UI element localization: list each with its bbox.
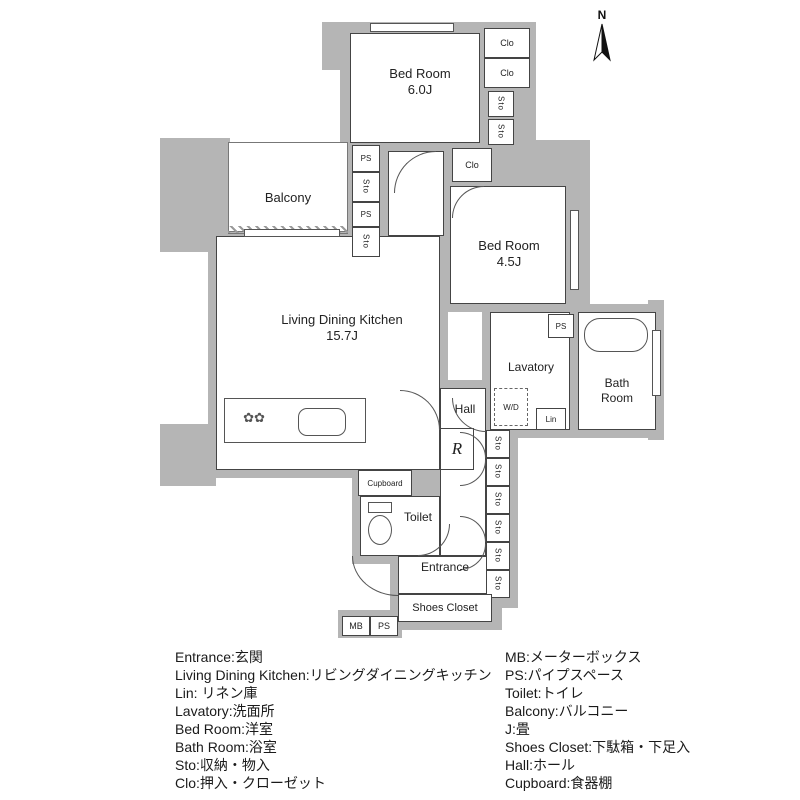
storage-col-3: Sto (486, 486, 510, 514)
window-bathroom (652, 330, 661, 396)
storage-strip-1: Sto (352, 172, 380, 202)
closet-top-2: Clo (484, 58, 530, 88)
pipe-space-bottom: PS (370, 616, 398, 636)
storage-label: Sto (361, 234, 371, 250)
legend-item: Clo:押入・クローゼット (175, 775, 326, 791)
closet-label: Clo (500, 68, 514, 78)
legend-item: Toilet:トイレ (505, 685, 584, 701)
legend-item: MB:メーターボックス (505, 649, 642, 665)
legend-item: Lin: リネン庫 (175, 685, 258, 701)
legend-item: Entrance:玄関 (175, 649, 263, 665)
legend-item: Bath Room:浴室 (175, 739, 277, 755)
kitchen-sink-icon (298, 408, 346, 436)
legend-left: Entrance:玄関 Living Dining Kitchen:リビングダイ… (175, 648, 492, 792)
bedroom-top-room (350, 33, 480, 143)
sliding-door-balcony (244, 229, 340, 237)
entrance-label: Entrance (420, 560, 470, 574)
stove-icon: ✿✿ (243, 410, 265, 425)
storage-col-1: Sto (486, 430, 510, 458)
lavatory-label: Lavatory (507, 360, 555, 374)
storage-col-6: Sto (486, 570, 510, 598)
bedroom-top-label: Bed Room 6.0J (389, 66, 451, 98)
closet-mid: Clo (452, 148, 492, 182)
legend-item: PS:パイプスペース (505, 667, 624, 683)
cupboard-label: Cupboard (367, 478, 403, 488)
storage-label: Sto (493, 492, 503, 508)
toilet-tank-icon (368, 502, 392, 513)
ps-label: PS (555, 321, 567, 331)
closet-label: Clo (465, 160, 479, 170)
toilet-label: Toilet (403, 510, 432, 524)
storage-top-1: Sto (488, 91, 514, 117)
storage-label: Sto (496, 124, 506, 140)
north-label: N (597, 8, 607, 22)
storage-top-2: Sto (488, 119, 514, 145)
toilet-bowl-icon (368, 515, 392, 545)
window-bedroom-top (370, 23, 454, 32)
storage-label: Sto (493, 548, 503, 564)
storage-label: Sto (493, 576, 503, 592)
closet-label: Clo (500, 38, 514, 48)
ldk-label: Living Dining Kitchen 15.7J (281, 312, 403, 344)
storage-label: Sto (493, 520, 503, 536)
legend-item: Shoes Closet:下駄箱・下足入 (505, 739, 691, 755)
legend-item: Cupboard:食器棚 (505, 775, 613, 791)
window-bedroom-right (570, 210, 579, 290)
balcony-name: Balcony (264, 190, 312, 205)
legend-item: J:畳 (505, 721, 530, 737)
door-arc-entrance (352, 556, 398, 596)
wall-segment (160, 138, 230, 252)
hall-label: Hall (454, 402, 476, 416)
meter-box: MB (342, 616, 370, 636)
storage-col-4: Sto (486, 514, 510, 542)
storage-label: Sto (361, 179, 371, 195)
ps-label: PS (377, 621, 390, 631)
refrigerator-label: R (451, 439, 463, 458)
legend-item: Living Dining Kitchen:リビングダイニングキッチン (175, 667, 492, 683)
wall-segment (322, 22, 352, 70)
washer-dryer-box: W/D (494, 388, 528, 426)
wall-segment (160, 424, 216, 486)
legend-item: Hall:ホール (505, 757, 576, 773)
legend-item: Sto:収納・物入 (175, 757, 270, 773)
pipe-space-lavatory: PS (548, 314, 574, 338)
legend-item: Bed Room:洋室 (175, 721, 274, 737)
bathroom-label: Bath Room (600, 376, 633, 405)
pipe-space-1: PS (352, 145, 380, 172)
legend-right: MB:メーターボックス PS:パイプスペース Toilet:トイレ Balcon… (505, 648, 690, 792)
balcony-area (228, 142, 348, 232)
north-arrow-icon: N (580, 8, 624, 72)
bedroom-right-label: Bed Room 4.5J (478, 238, 540, 270)
balcony-label: Balcony (248, 190, 328, 206)
shoes-closet-box: Shoes Closet (398, 594, 492, 622)
ps-label: PS (360, 210, 372, 219)
legend-item: Lavatory:洗面所 (175, 703, 275, 719)
shoes-closet-label: Shoes Closet (412, 602, 478, 614)
pipe-space-2: PS (352, 202, 380, 227)
storage-label: Sto (493, 464, 503, 480)
storage-col-5: Sto (486, 542, 510, 570)
mb-label: MB (349, 621, 363, 631)
bathtub-icon (584, 318, 648, 352)
storage-label: Sto (496, 96, 506, 112)
compass-needle (593, 23, 611, 62)
storage-col-2: Sto (486, 458, 510, 486)
closet-top-1: Clo (484, 28, 530, 58)
cupboard-box: Cupboard (358, 470, 412, 496)
linen-box: Lin (536, 408, 566, 430)
lin-label: Lin (545, 414, 557, 424)
wd-label: W/D (503, 402, 519, 412)
legend-item: Balcony:バルコニー (505, 703, 629, 719)
storage-strip-2: Sto (352, 227, 380, 257)
storage-label: Sto (493, 436, 503, 452)
ps-label: PS (360, 154, 372, 163)
